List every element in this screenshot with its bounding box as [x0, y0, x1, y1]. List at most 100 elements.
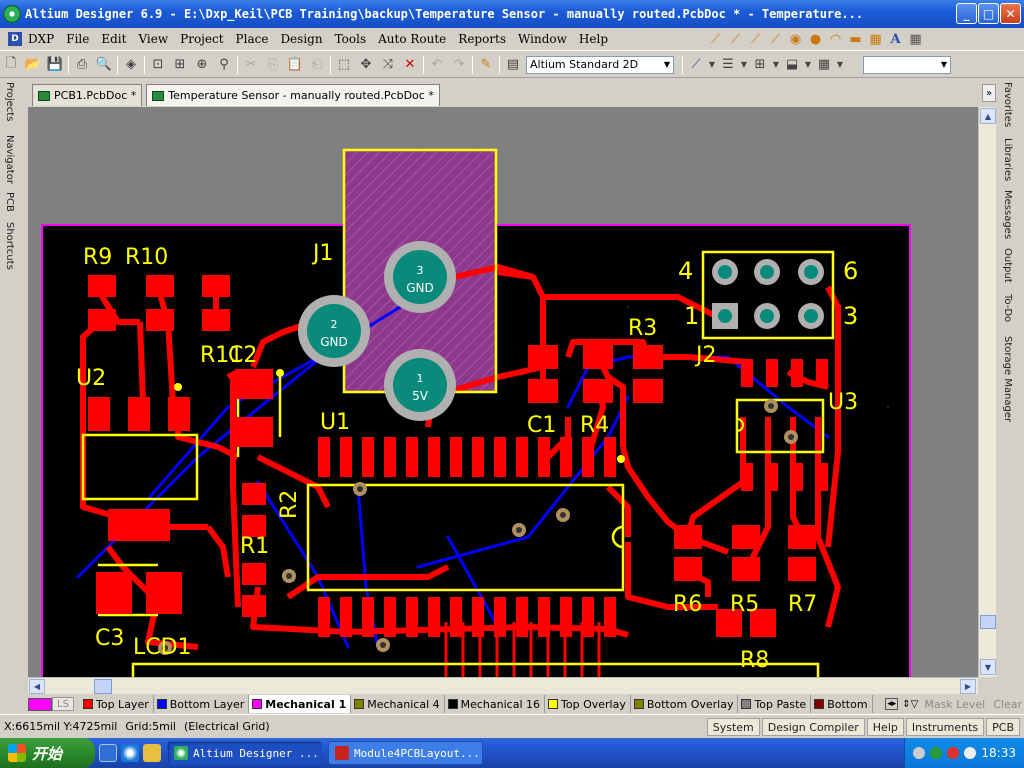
undo-icon[interactable]: ↶ [431, 57, 443, 72]
scroll-left-button[interactable]: ◀ [29, 679, 45, 694]
place-pad-icon[interactable]: ◉ [789, 32, 802, 47]
panel-tab-storage-manager[interactable]: Storage Manager [1002, 336, 1013, 423]
layer-tab-bottom-layer[interactable]: Bottom Layer [154, 695, 250, 713]
layer-scroll-icon[interactable]: ◂▸ [885, 698, 899, 710]
scroll-right-button[interactable]: ▶ [960, 679, 976, 694]
layer-tab-top-paste[interactable]: Top Paste [738, 695, 812, 713]
design-compiler-panel-button[interactable]: Design Compiler [761, 718, 865, 736]
label-u3[interactable]: U3 [828, 390, 858, 415]
label-c1[interactable]: C1 [527, 413, 556, 438]
label-lcd1[interactable]: LCD1 [133, 635, 192, 660]
chevron-down-icon[interactable]: ▼ [804, 60, 812, 69]
label-r4[interactable]: R4 [580, 413, 609, 438]
menu-design[interactable]: Design [280, 32, 323, 46]
label-r8[interactable]: R8 [740, 648, 769, 673]
print-preview-icon[interactable]: 🔍 [95, 57, 113, 72]
internet-explorer-icon[interactable] [121, 744, 139, 762]
mask-level-button[interactable]: Mask Level [924, 697, 986, 711]
grid-icon[interactable]: ▦ [817, 57, 831, 72]
close-button[interactable]: ✕ [1000, 3, 1021, 24]
pcb-editor-canvas[interactable]: 3 GND 2 GND 1 5V [28, 107, 978, 677]
horizontal-scroll-thumb[interactable] [94, 679, 112, 694]
menu-place[interactable]: Place [235, 32, 269, 46]
altium-app-icon[interactable] [3, 5, 21, 23]
label-r11[interactable]: R11 [200, 343, 243, 368]
copy-icon[interactable]: ⎘ [267, 57, 279, 72]
label-j2[interactable]: J2 [694, 343, 717, 368]
chevron-down-icon[interactable]: ▼ [940, 60, 947, 69]
menu-auto-route[interactable]: Auto Route [378, 32, 447, 46]
label-r5[interactable]: R5 [730, 592, 759, 617]
tabs-overflow-button[interactable]: » [982, 84, 996, 102]
deselect-icon[interactable]: ✕ [404, 57, 416, 72]
show-desktop-icon[interactable] [99, 744, 117, 762]
horizontal-scrollbar[interactable]: ◀ ▶ [28, 677, 978, 694]
select-area-icon[interactable]: ⬚ [337, 57, 351, 72]
dxp-logo-icon[interactable]: D [8, 32, 22, 46]
cross-probe-icon[interactable]: ✎ [480, 57, 492, 72]
layer-tab-bottom-paste[interactable]: Bottom [811, 695, 873, 713]
utilities-icon[interactable]: ⟋ [691, 57, 701, 72]
task-altium-designer[interactable]: Altium Designer ... [167, 741, 322, 765]
filter-icon[interactable]: ⇕▽ [902, 698, 919, 710]
zoom-area-icon[interactable]: ⊞ [174, 57, 186, 72]
place-via-icon[interactable]: ● [809, 32, 822, 47]
panel-tab-messages[interactable]: Messages [1002, 190, 1013, 240]
layer-tab-mechanical-1[interactable]: Mechanical 1 [249, 695, 352, 713]
maximize-button[interactable]: □ [978, 3, 999, 24]
move-icon[interactable]: ✥ [360, 57, 372, 72]
layer-tab-mechanical-16[interactable]: Mechanical 16 [445, 695, 546, 713]
label-c2[interactable]: C2 [228, 343, 257, 368]
zoom-filtered-icon[interactable]: ⚲ [219, 57, 229, 72]
secondary-combo[interactable]: ▼ [863, 55, 951, 74]
paste-icon[interactable]: 📋 [286, 57, 304, 72]
help-panel-button[interactable]: Help [866, 718, 904, 736]
label-r3[interactable]: R3 [628, 316, 657, 341]
volume-icon[interactable] [964, 747, 977, 759]
open-folder-icon[interactable]: 📂 [24, 57, 42, 72]
panel-tab-to-do[interactable]: To-Do [1002, 294, 1013, 323]
label-r1[interactable]: R1 [240, 534, 269, 559]
rubber-stamp-icon[interactable]: ⎗ [311, 57, 323, 72]
pcb-panel-button[interactable]: PCB [986, 718, 1020, 736]
polygon-icon[interactable]: ▦ [869, 32, 882, 47]
route-from-icon[interactable]: ⟋ [770, 32, 781, 47]
chevron-down-icon[interactable]: ▼ [708, 60, 716, 69]
pcb-layout-drawing[interactable]: 3 GND 2 GND 1 5V [28, 107, 978, 677]
find-selection-icon[interactable]: ⊞ [754, 57, 766, 72]
place-room-icon[interactable]: ⬓ [785, 57, 799, 72]
clock[interactable]: 18:33 [981, 746, 1016, 760]
panel-tab-favorites[interactable]: Favorites [1002, 82, 1013, 128]
menu-dxp[interactable]: DXP [28, 32, 55, 46]
layer-tab-top-layer[interactable]: Top Layer [80, 695, 154, 713]
label-u1[interactable]: U1 [320, 410, 350, 435]
menu-help[interactable]: Help [578, 32, 609, 46]
label-r10[interactable]: R10 [125, 245, 168, 270]
tab-pcb1[interactable]: PCB1.PcbDoc * [32, 84, 143, 106]
string-text-icon[interactable]: A [890, 32, 901, 47]
label-u2[interactable]: U2 [76, 366, 106, 391]
menu-window[interactable]: Window [518, 32, 567, 46]
chevron-down-icon[interactable]: ▼ [836, 60, 844, 69]
panel-tab-libraries[interactable]: Libraries [1002, 138, 1013, 182]
save-icon[interactable]: 💾 [46, 57, 64, 72]
media-player-icon[interactable] [143, 744, 161, 762]
label-r9[interactable]: R9 [83, 245, 112, 270]
layer-tab-bottom-overlay[interactable]: Bottom Overlay [631, 695, 739, 713]
3d-view-icon[interactable]: ◈ [126, 57, 136, 72]
array-paste-icon[interactable]: ▦ [909, 32, 922, 47]
chevron-down-icon[interactable]: ▼ [663, 60, 670, 69]
redo-icon[interactable]: ↷ [453, 57, 465, 72]
menu-file[interactable]: File [66, 32, 90, 46]
tab-temperature-sensor[interactable]: Temperature Sensor - manually routed.Pcb… [146, 84, 440, 106]
chevron-down-icon[interactable]: ▼ [740, 60, 748, 69]
fit-document-icon[interactable]: ⊡ [152, 57, 164, 72]
interactive-route-icon[interactable]: ⟋ [710, 32, 721, 47]
layer-set-button[interactable]: LS [52, 697, 74, 711]
keyboard-icon[interactable] [913, 747, 926, 759]
differential-pair-icon[interactable]: ⟋ [750, 32, 761, 47]
chevron-down-icon[interactable]: ▼ [772, 60, 780, 69]
new-document-icon[interactable]: 🗋 [5, 55, 17, 71]
layer-tab-top-overlay[interactable]: Top Overlay [545, 695, 631, 713]
current-layer-swatch[interactable] [28, 697, 52, 711]
